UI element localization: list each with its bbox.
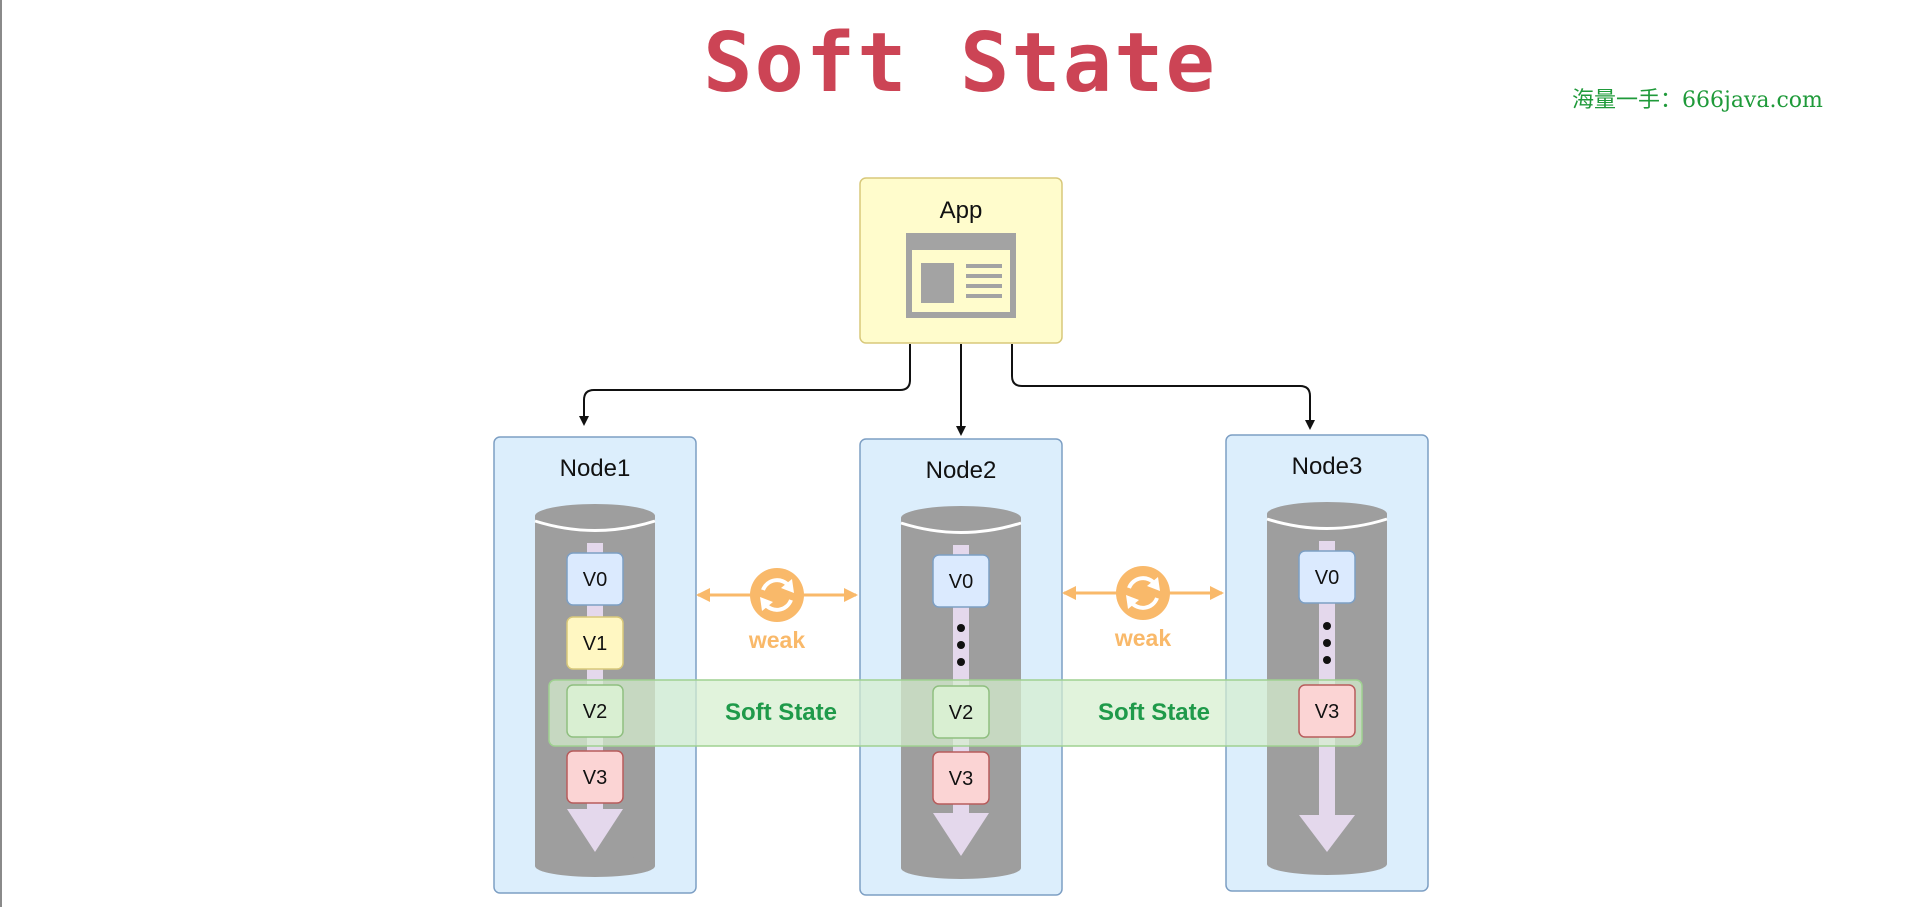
connector-app-node1 xyxy=(579,344,911,426)
version-box-n1-v0: V0 xyxy=(566,552,624,606)
version-label: V1 xyxy=(583,633,607,655)
weak-link-label: weak xyxy=(1114,625,1171,651)
soft-state-label-1: Soft State xyxy=(725,699,837,726)
weak-link-1: weak xyxy=(696,568,858,653)
version-label: V3 xyxy=(949,768,973,790)
version-box-n2-v3: V3 xyxy=(932,751,990,805)
arrow-down-icon xyxy=(567,809,623,852)
arrow-down-icon xyxy=(1299,815,1355,852)
app-window-icon xyxy=(906,233,1016,318)
page-title: Soft State xyxy=(703,16,1217,111)
version-box-n2-v0: V0 xyxy=(932,554,990,608)
watermark-text: 海量一手：666java.com xyxy=(1572,88,1823,113)
version-label: V0 xyxy=(949,571,973,593)
node-2: Node2 xyxy=(859,438,1063,896)
version-box-n3-v0: V0 xyxy=(1298,550,1356,604)
version-box-n2-v2: V2 xyxy=(932,685,990,739)
node-2-label: Node2 xyxy=(926,457,997,484)
version-label: V0 xyxy=(583,569,607,591)
version-label: V0 xyxy=(1315,567,1339,589)
node-3-label: Node3 xyxy=(1292,453,1363,480)
nodes-layer: Node1 Node2 xyxy=(493,434,1429,896)
app-label: App xyxy=(940,197,983,224)
ellipsis-icon xyxy=(957,624,965,666)
sync-icon xyxy=(750,568,804,622)
version-label: V2 xyxy=(949,702,973,724)
node-1-label: Node1 xyxy=(560,455,631,482)
version-box-n3-v3: V3 xyxy=(1298,684,1356,738)
sync-icon xyxy=(1116,566,1170,620)
app-box: App xyxy=(859,177,1063,344)
arrow-down-icon xyxy=(933,813,989,856)
node-3: Node3 xyxy=(1225,434,1429,892)
version-box-n1-v2: V2 xyxy=(566,684,624,738)
version-box-n1-v1: V1 xyxy=(566,616,624,670)
weak-link-2: weak xyxy=(1062,566,1224,651)
weak-link-label: weak xyxy=(748,627,805,653)
window-left-edge xyxy=(0,0,2,907)
soft-state-label-2: Soft State xyxy=(1098,699,1210,726)
connector-app-node3 xyxy=(1011,344,1315,430)
version-box-n1-v3: V3 xyxy=(566,750,624,804)
version-label: V3 xyxy=(583,767,607,789)
version-label: V3 xyxy=(1315,701,1339,723)
version-label: V2 xyxy=(583,701,607,723)
ellipsis-icon xyxy=(1323,622,1331,664)
